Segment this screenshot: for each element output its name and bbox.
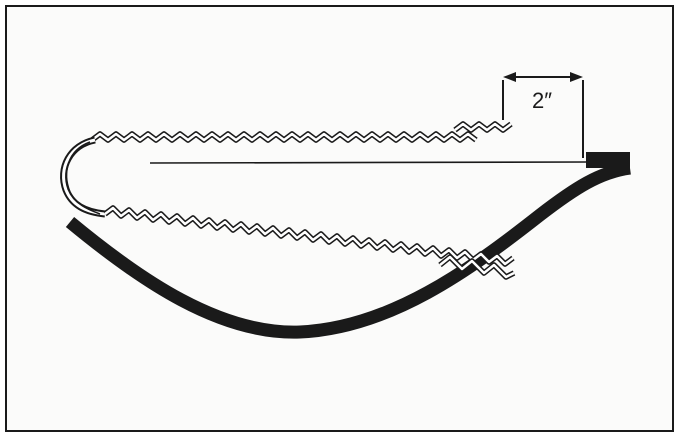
cable [65, 161, 632, 339]
center-rod [149, 161, 589, 164]
dimension-marker [502, 72, 584, 158]
cable-end [586, 152, 630, 168]
dimension-label: 2″ [531, 88, 553, 113]
wire-loop [60, 136, 106, 218]
